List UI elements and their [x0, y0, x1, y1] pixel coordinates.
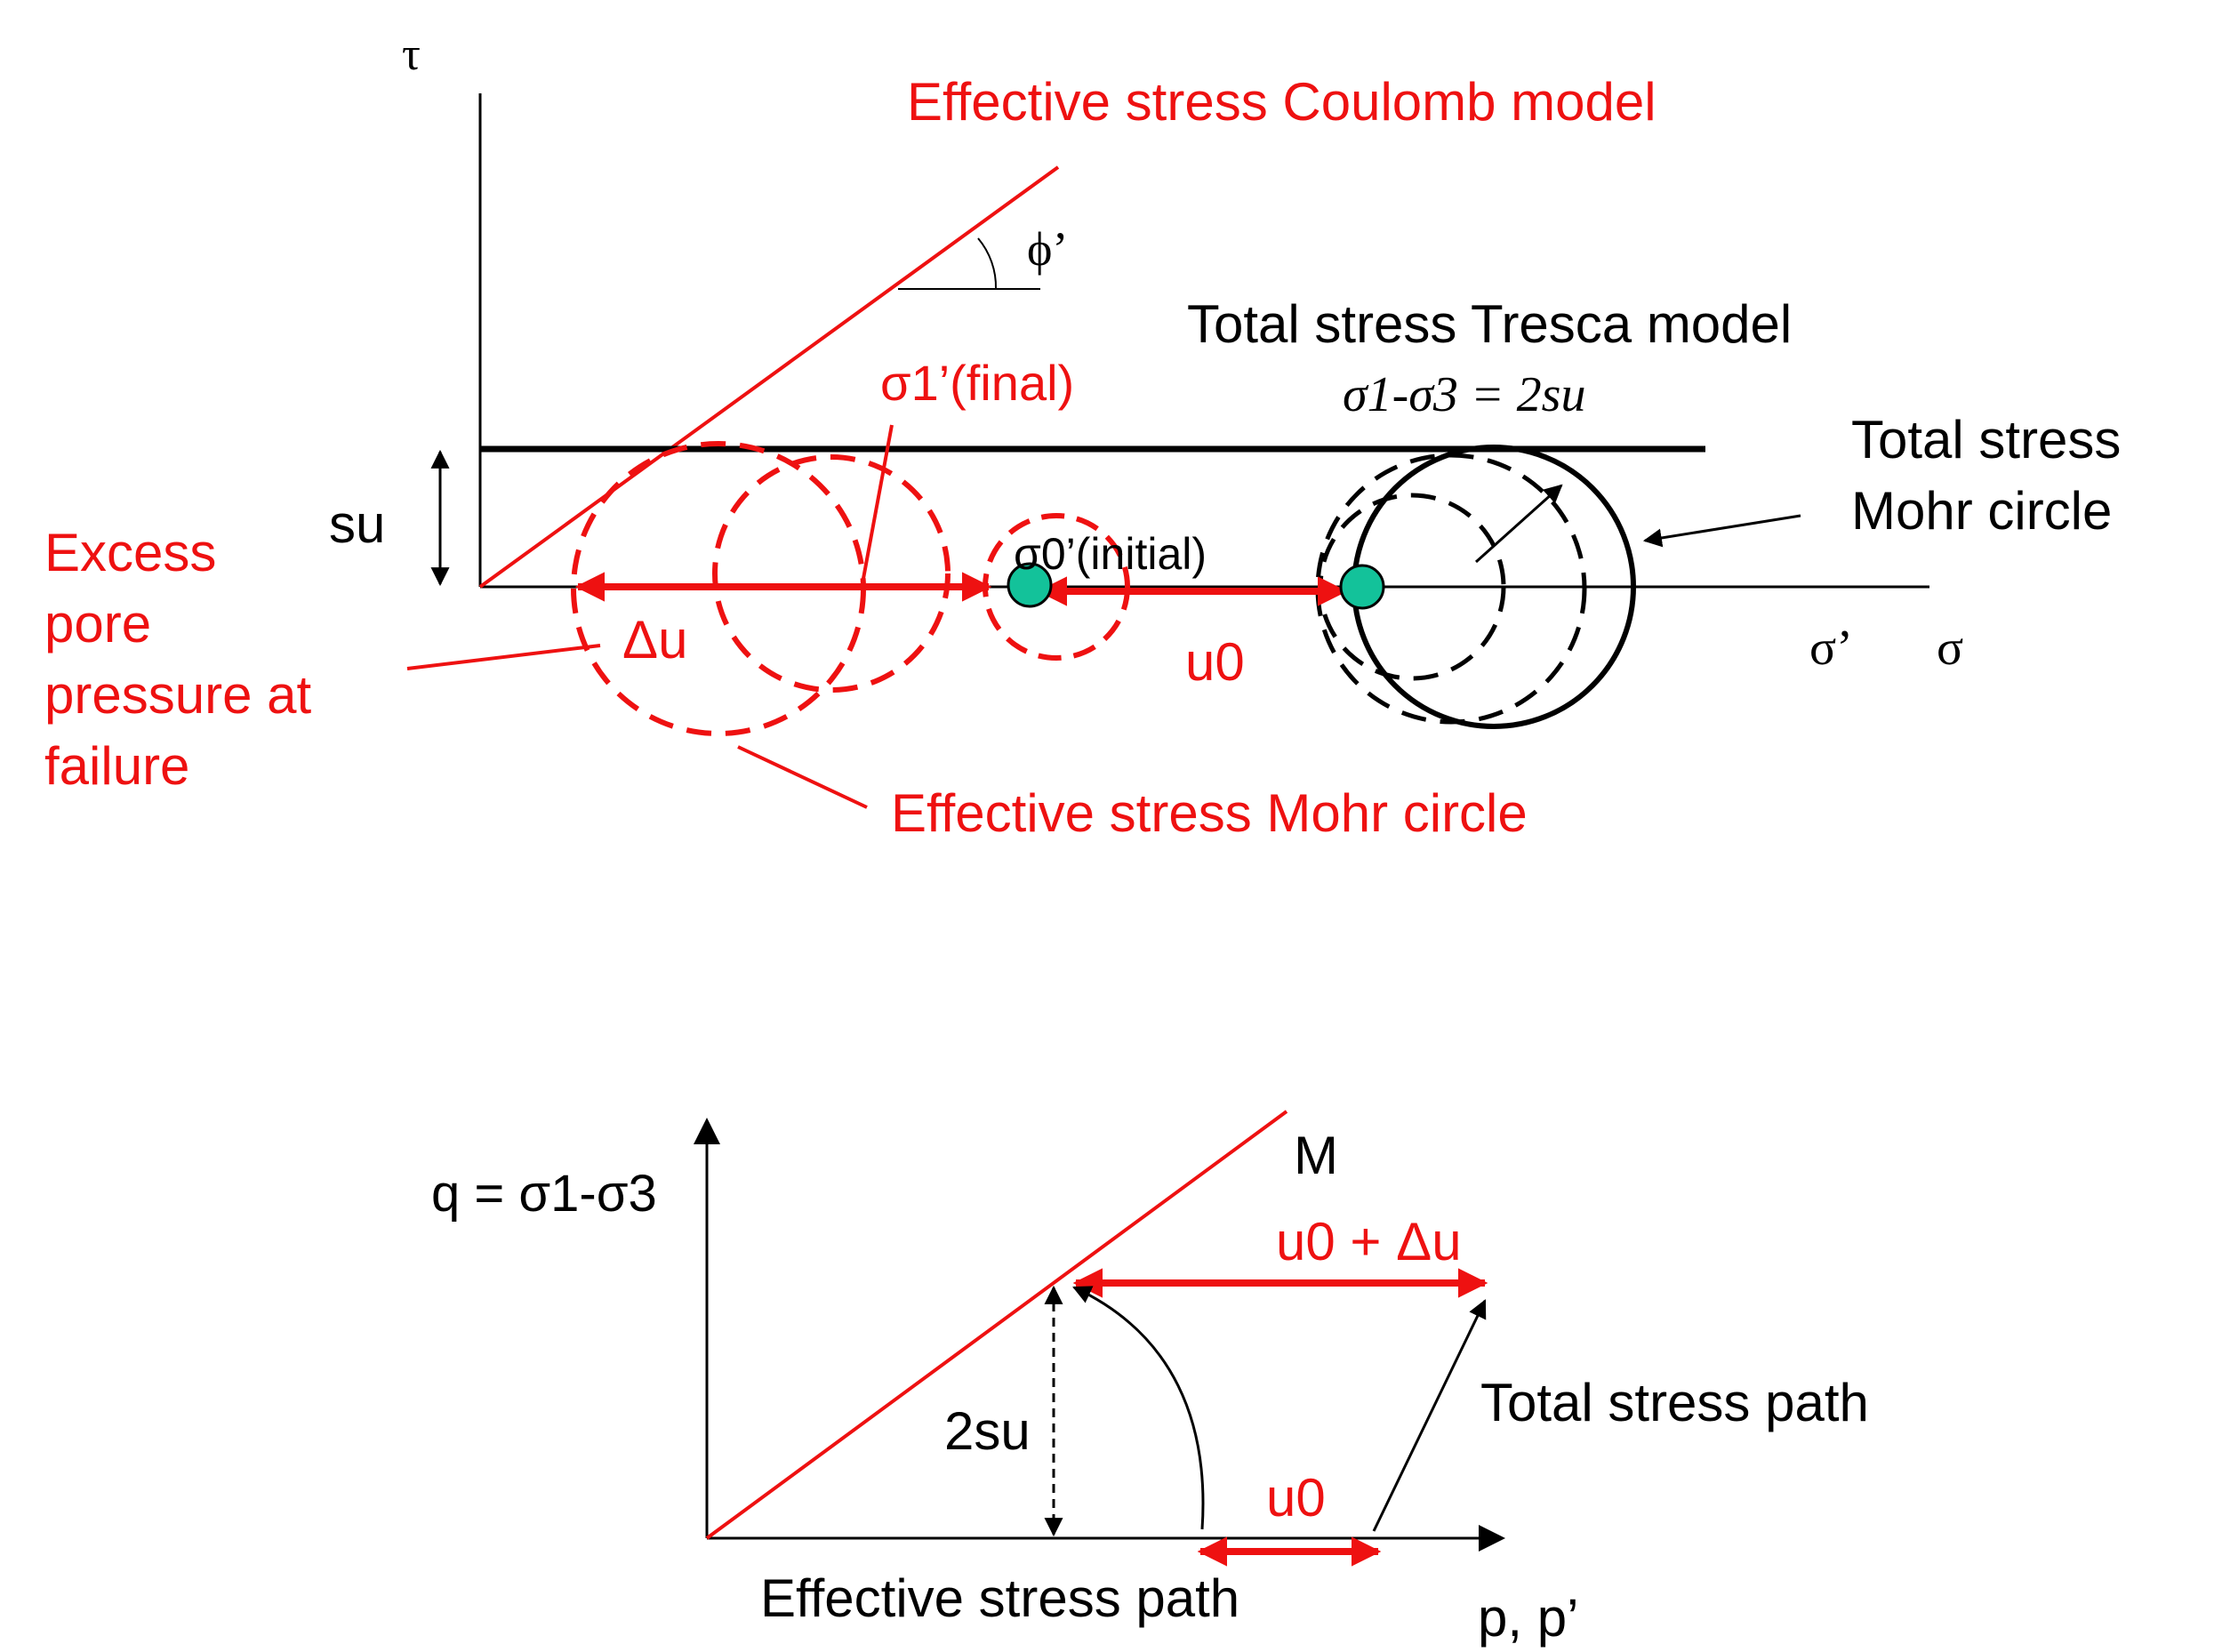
tresca-label: Total stress Tresca model	[1187, 294, 1792, 354]
effective-mohr-label: Effective stress Mohr circle	[891, 783, 1528, 843]
sigma0-initial-label: σ0’(initial)	[1014, 529, 1207, 579]
phi-label: ϕ’	[1027, 222, 1068, 276]
excess-pointer	[406, 644, 601, 670]
effective-mohr-circle-intermediate	[712, 454, 951, 693]
tresca-equation: σ1-σ3 = 2su	[1343, 367, 1585, 422]
delta-u-label: Δu	[622, 610, 687, 670]
tau-axis-label: τ	[402, 29, 421, 80]
initial-effective-point	[1007, 562, 1053, 608]
coulomb-envelope	[478, 165, 1060, 589]
critical-state-line	[705, 1110, 1288, 1540]
initial-total-point	[1339, 564, 1385, 610]
total-mohr-circle-intermediate	[1315, 453, 1587, 725]
u0-plus-du-label: u0 + Δu	[1276, 1212, 1462, 1271]
u0-label-bottom: u0	[1266, 1468, 1326, 1528]
total-mohr-label: Total stress Mohr circle	[1851, 410, 2136, 541]
p-axis-label: p, p’	[1478, 1588, 1578, 1648]
sigma1-pointer	[861, 424, 894, 584]
sigma-prime-label: σ’	[1809, 621, 1853, 676]
effective-path-label: Effective stress path	[760, 1568, 1239, 1628]
radius-arrow	[1474, 484, 1563, 564]
effective-mohr-pointer	[737, 745, 868, 809]
sigma1-final-label: σ1’(final)	[880, 355, 1074, 411]
q-axis-label: q = σ1-σ3	[431, 1165, 657, 1223]
total-stress-path	[1372, 1299, 1487, 1532]
total-mohr-pointer	[1642, 514, 1801, 548]
m-label: M	[1294, 1126, 1338, 1185]
u0-label-top: u0	[1185, 632, 1245, 692]
su-label: su	[329, 494, 385, 554]
total-path-label: Total stress path	[1480, 1373, 1869, 1432]
stress-path-plot: q = σ1-σ3 p, p’ M u0 + Δu 2su Total stre…	[431, 1110, 1869, 1648]
effective-stress-path	[1072, 1286, 1205, 1530]
coulomb-label: Effective stress Coulomb model	[907, 72, 1656, 132]
phi-angle-arc	[977, 237, 998, 290]
sigma-label: σ	[1937, 621, 1963, 676]
two-su-label: 2su	[944, 1401, 1031, 1461]
excess-pore-pressure-label: Excess pore pressure at failure	[44, 523, 326, 796]
mohr-diagram: τ Effective stress Coulomb model ϕ’ Tota…	[44, 29, 2136, 843]
